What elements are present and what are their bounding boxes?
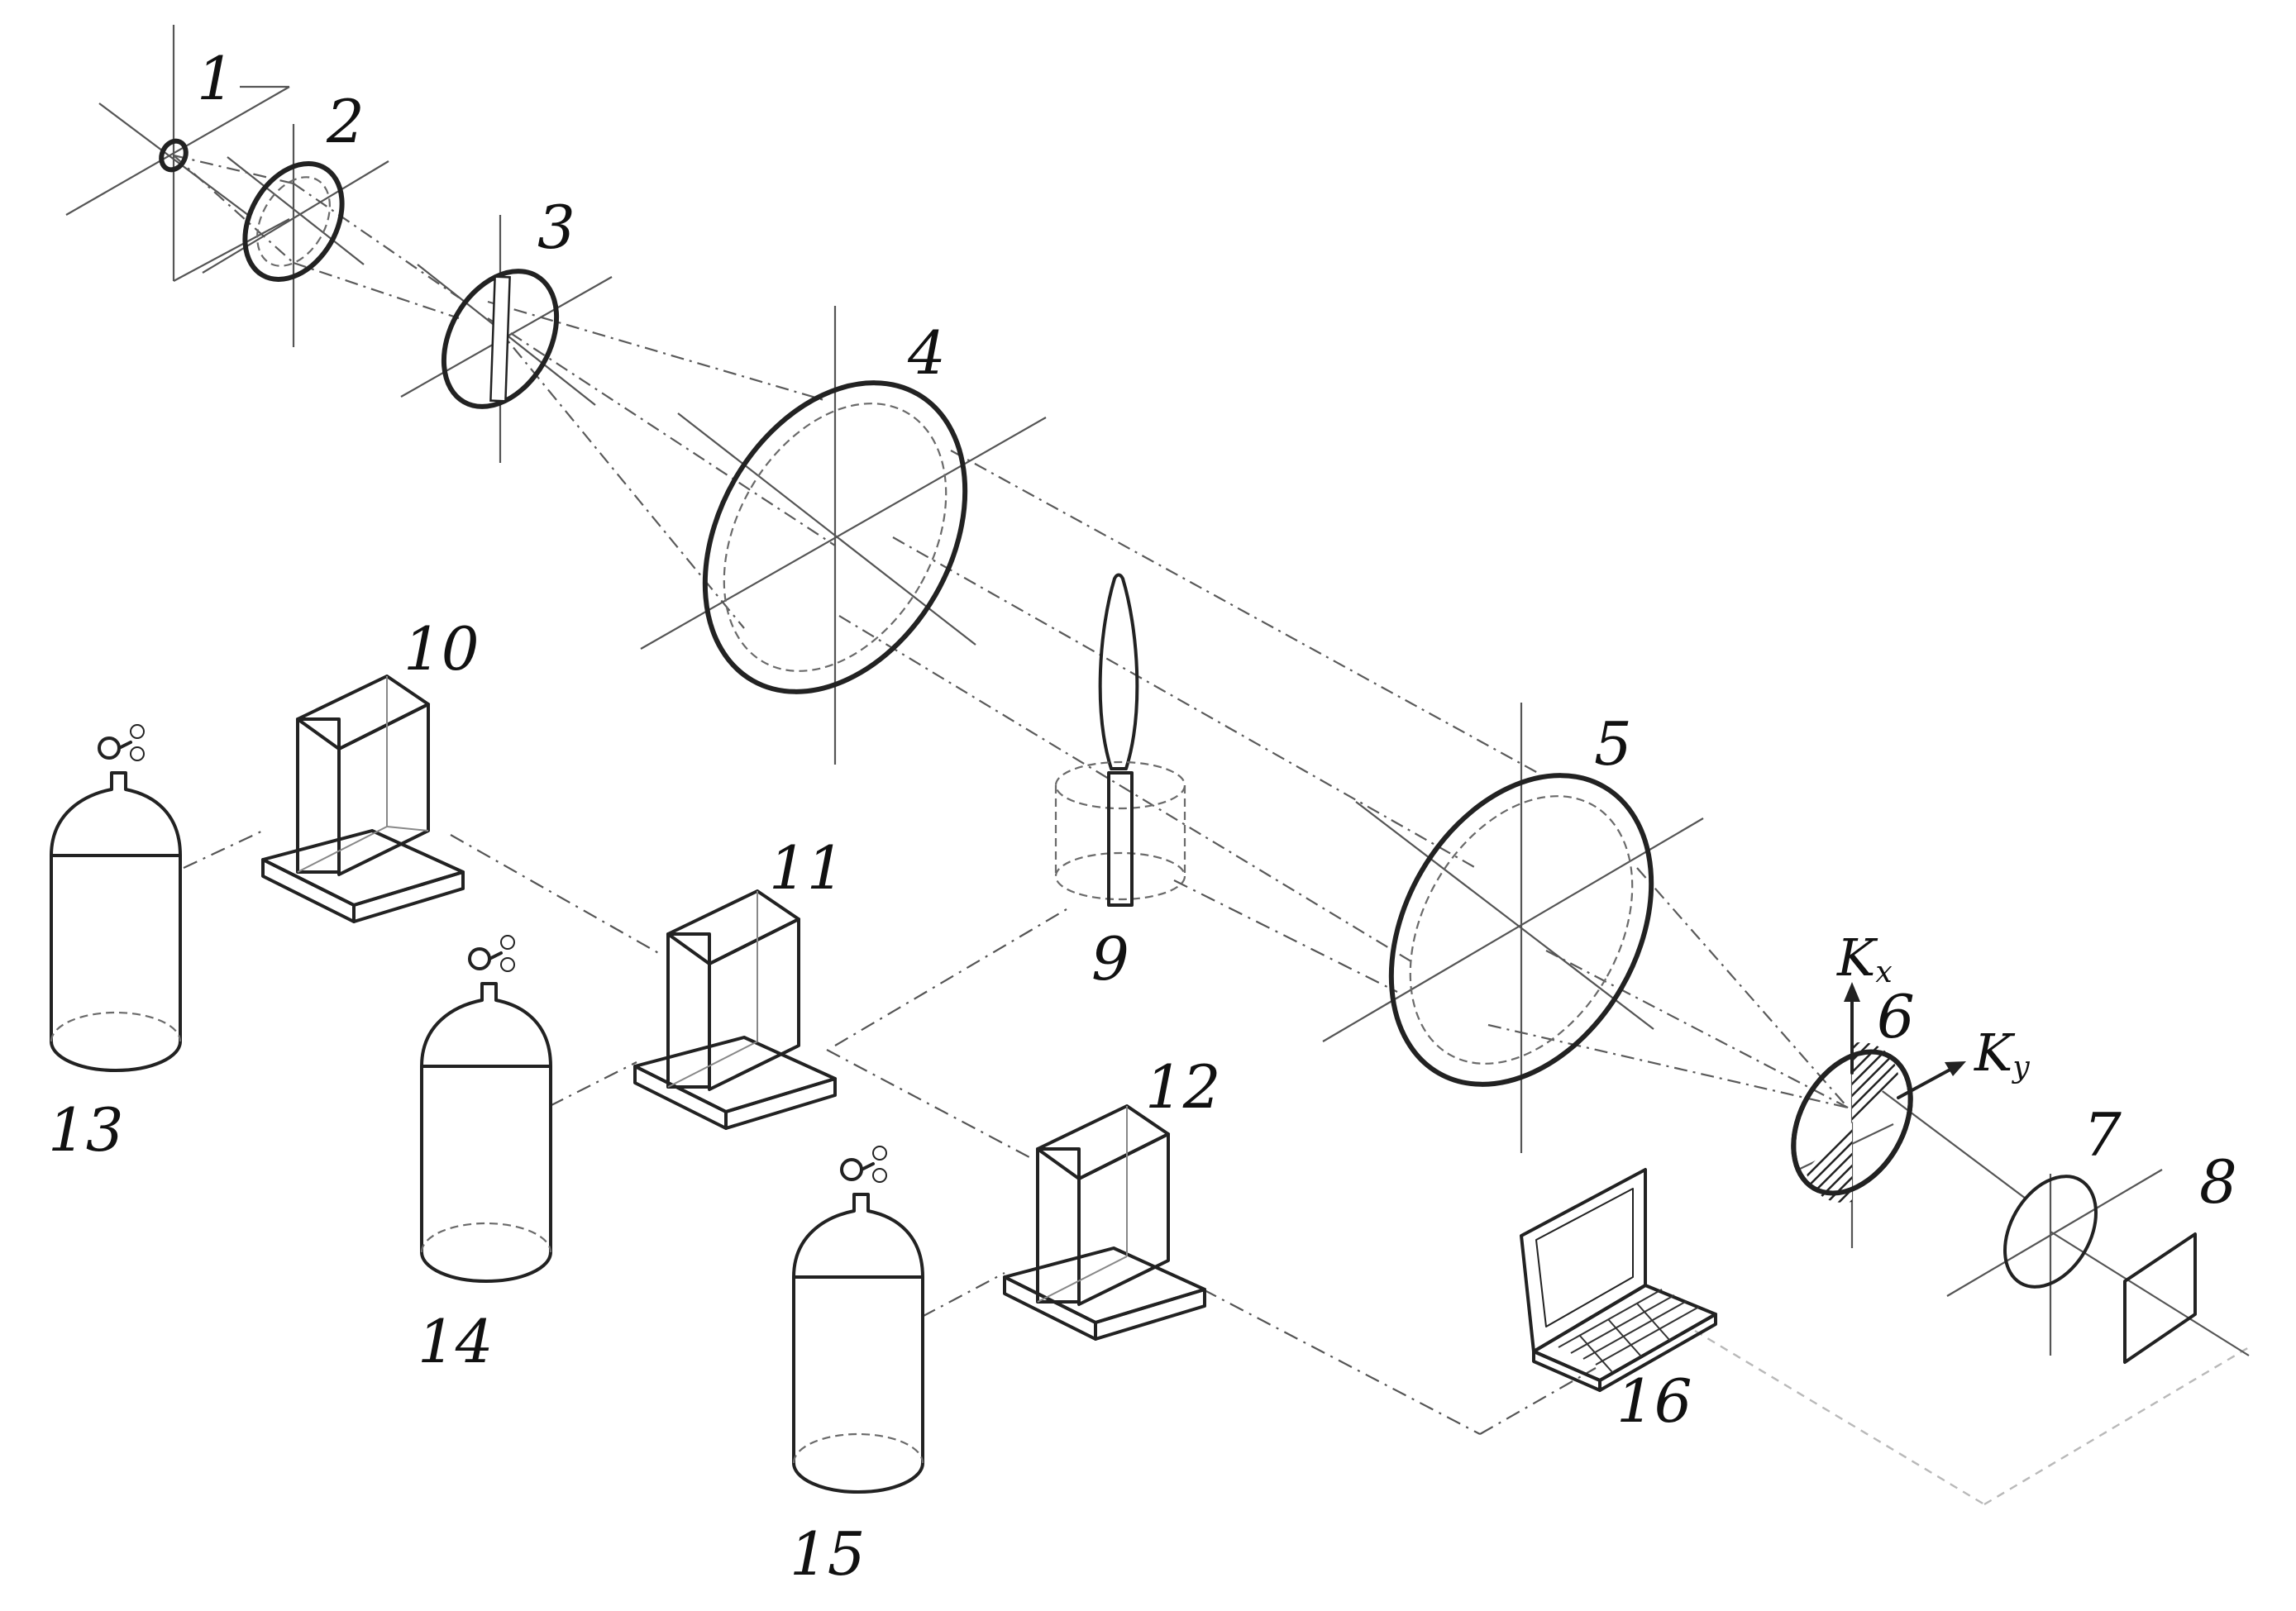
- screen: [2123, 1232, 2197, 1364]
- ky-axis-label: Ky: [1974, 1022, 2030, 1084]
- label-9: 9: [1091, 924, 1129, 994]
- gas-cylinder-2: [420, 935, 552, 1283]
- laptop: [1520, 1168, 1717, 1392]
- kx-axis-label: Kx: [1836, 927, 1893, 989]
- gas-cylinder-3: [792, 1146, 924, 1494]
- flow-controller-2: [633, 889, 837, 1130]
- label-7: 7: [2084, 1100, 2122, 1170]
- label-2: 2: [326, 87, 365, 156]
- label-11: 11: [769, 833, 845, 903]
- label-1: 1: [197, 44, 235, 113]
- label-5: 5: [1594, 709, 1632, 779]
- label-14: 14: [418, 1307, 494, 1376]
- label-12: 12: [1145, 1052, 1221, 1122]
- condenser-lens: [202, 124, 389, 347]
- label-8: 8: [2199, 1147, 2237, 1217]
- gas-cylinder-1: [50, 724, 182, 1072]
- collimating-lens: [640, 306, 1047, 765]
- label-15: 15: [790, 1519, 866, 1589]
- flow-controller-1: [261, 674, 465, 923]
- label-4: 4: [907, 318, 946, 388]
- label-16: 16: [1616, 1366, 1692, 1436]
- label-10: 10: [403, 614, 480, 684]
- slit: [400, 215, 613, 463]
- burner: [1054, 573, 1186, 907]
- callout-labels: 1 2 3 4 5 6 7 8 9 10 11 12 13 14 15 16 K…: [48, 44, 2237, 1589]
- spatial-filter: [1791, 982, 2026, 1248]
- objective-lens: [1322, 703, 1704, 1153]
- light-source: [65, 25, 290, 282]
- label-13: 13: [48, 1095, 124, 1165]
- gas-lines: [183, 830, 2250, 1506]
- label-3: 3: [537, 193, 575, 262]
- projection-lens: [1946, 1169, 2250, 1356]
- label-6: 6: [1877, 982, 1915, 1051]
- flow-controller-3: [1003, 1104, 1206, 1341]
